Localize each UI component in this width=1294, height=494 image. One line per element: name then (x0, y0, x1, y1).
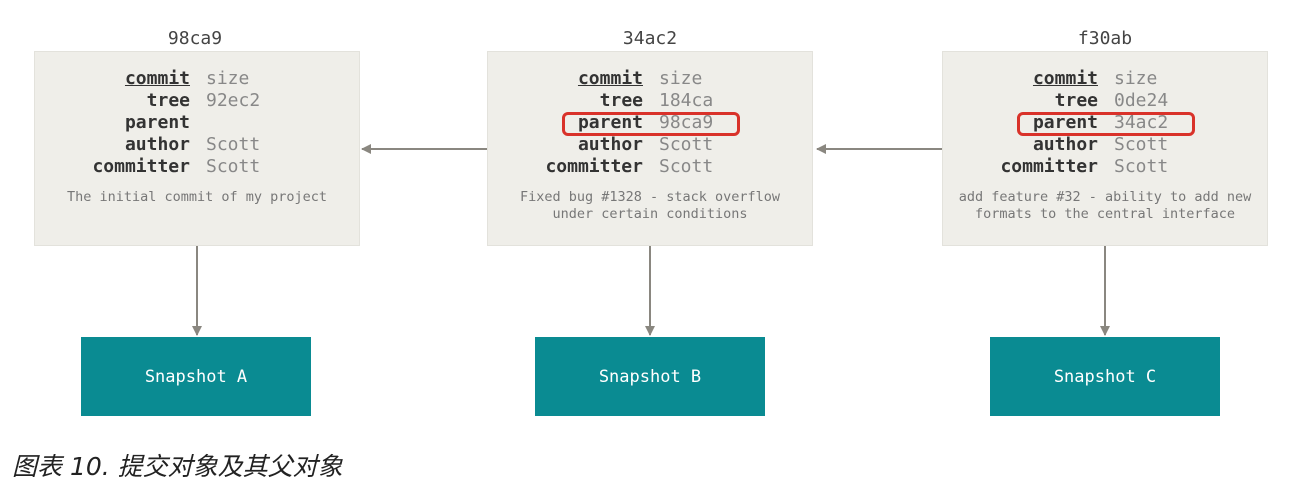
commit-field-row: parent 98ca9 (487, 112, 813, 134)
field-value: Scott (659, 156, 714, 177)
field-value: 0de24 (1114, 90, 1169, 111)
parent-highlight (1017, 112, 1195, 136)
commit-field-row: commit size (942, 68, 1268, 90)
field-value: 92ec2 (206, 90, 261, 111)
field-key: parent (577, 112, 643, 133)
commit-message: add feature #32 - ability to add new for… (958, 189, 1252, 222)
field-key: commit (124, 68, 190, 89)
commit-field-row: tree 184ca (487, 90, 813, 112)
commit-field-row: committer Scott (942, 156, 1268, 178)
commit-field-row: tree 0de24 (942, 90, 1268, 112)
commit-hash-label: 34ac2 (622, 28, 678, 49)
figure-caption: 图表 10. 提交对象及其父对象 (12, 452, 343, 481)
snapshot-label: Snapshot C (1053, 366, 1157, 387)
commit-object-box: commit size tree 184ca parent 98ca9 auth… (487, 51, 813, 246)
snapshot-box: Snapshot C (990, 337, 1220, 416)
commit-message: The initial commit of my project (66, 189, 328, 205)
snapshot-label: Snapshot B (598, 366, 702, 387)
commit-field-row: commit size (34, 68, 360, 90)
commit-object-box: commit size tree 92ec2 parent author Sco… (34, 51, 360, 246)
field-key: commit (1032, 68, 1098, 89)
field-key: committer (545, 156, 643, 177)
field-value: Scott (206, 156, 261, 177)
field-value: size (206, 68, 250, 89)
commit-field-row: commit size (487, 68, 813, 90)
commit-message: Fixed bug #1328 - stack overflow under c… (519, 189, 781, 222)
commit-field-row: author Scott (34, 134, 360, 156)
snapshot-box: Snapshot A (81, 337, 311, 416)
field-key: committer (92, 156, 190, 177)
field-value: 34ac2 (1114, 112, 1169, 133)
snapshot-box: Snapshot B (535, 337, 765, 416)
field-value: Scott (659, 134, 714, 155)
commit-hash-label: 98ca9 (167, 28, 223, 49)
field-key: author (124, 134, 190, 155)
field-value: Scott (206, 134, 261, 155)
snapshot-label: Snapshot A (144, 366, 248, 387)
commit-field-row: committer Scott (487, 156, 813, 178)
field-value: 184ca (659, 90, 714, 111)
commit-field-row: author Scott (942, 134, 1268, 156)
field-value: size (1114, 68, 1158, 89)
field-key: committer (1000, 156, 1098, 177)
commit-field-row: author Scott (487, 134, 813, 156)
commit-field-row: parent 34ac2 (942, 112, 1268, 134)
field-key: tree (599, 90, 643, 111)
field-value: size (659, 68, 703, 89)
commit-object-box: commit size tree 0de24 parent 34ac2 auth… (942, 51, 1268, 246)
field-key: author (577, 134, 643, 155)
commit-field-row: committer Scott (34, 156, 360, 178)
parent-highlight (562, 112, 740, 136)
field-key: parent (124, 112, 190, 133)
commit-field-row: tree 92ec2 (34, 90, 360, 112)
field-key: tree (1054, 90, 1098, 111)
field-key: author (1032, 134, 1098, 155)
field-value: Scott (1114, 156, 1169, 177)
field-value: Scott (1114, 134, 1169, 155)
commit-field-row: parent (34, 112, 360, 134)
field-key: commit (577, 68, 643, 89)
field-key: parent (1032, 112, 1098, 133)
field-value: 98ca9 (659, 112, 714, 133)
field-key: tree (146, 90, 190, 111)
commit-hash-label: f30ab (1077, 28, 1133, 49)
